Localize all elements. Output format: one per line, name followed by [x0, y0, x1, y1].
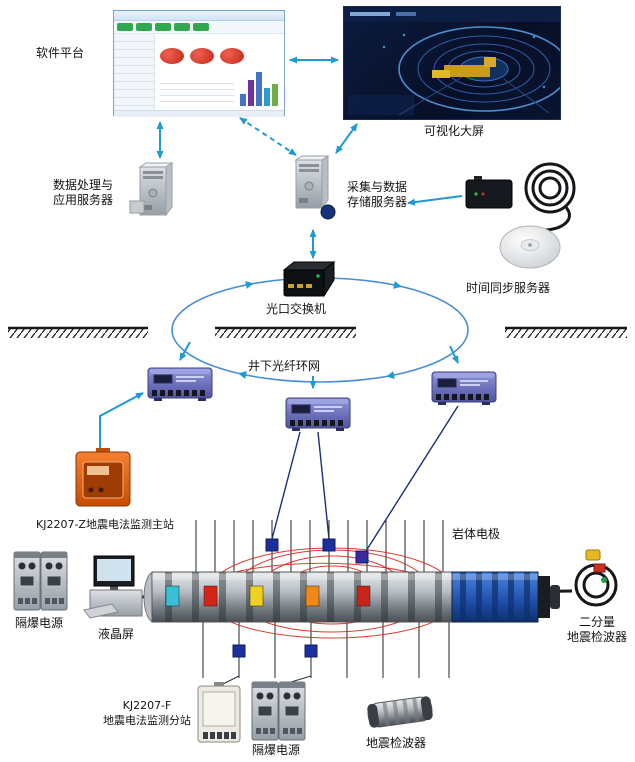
big-screen-screenshot — [343, 6, 570, 120]
status-dot — [160, 48, 184, 64]
flameproof-power-bottom-1 — [251, 681, 279, 741]
cable-coil — [524, 162, 576, 232]
main-station-device — [75, 448, 131, 507]
label-seismic-geophone: 地震检波器 — [366, 736, 427, 750]
tunnel-visualization — [344, 7, 570, 116]
electrode-squares — [232, 538, 369, 658]
optical-substation-left — [147, 367, 213, 402]
connection-arrows — [99, 56, 463, 450]
seismic-geophone-device — [367, 696, 433, 728]
label-fiber-ring: 井下光纤环网 — [248, 359, 321, 373]
time-sync-device — [465, 176, 513, 209]
collect-storage-server-device — [295, 155, 336, 220]
label-two-component-geophone: 二分量 地震检波器 — [561, 615, 633, 645]
label-substation: KJ2207-F 地震电法监测分站 — [88, 698, 206, 728]
label-line: 数据处理与 — [52, 178, 113, 192]
flameproof-power-bottom-2 — [278, 681, 306, 741]
window-table — [160, 78, 234, 106]
label-line: 应用服务器 — [52, 193, 113, 207]
substation-cables — [218, 405, 459, 687]
substation-box-device — [197, 682, 241, 743]
borehole-instrument — [143, 571, 560, 623]
label-line: 地震检波器 — [566, 630, 627, 644]
label-rock-electrode: 岩体电极 — [452, 527, 501, 541]
label-power-bottom: 隔爆电源 — [252, 743, 301, 757]
optical-substation-middle — [285, 397, 351, 432]
label-data-app-server: 数据处理与 应用服务器 — [50, 178, 116, 208]
two-component-geophone-device — [574, 549, 618, 607]
window-body — [114, 34, 284, 110]
label-power-left: 隔爆电源 — [15, 616, 64, 630]
toolbar-button — [136, 23, 152, 31]
flameproof-power-left-2 — [40, 551, 68, 611]
ground-surface — [8, 326, 627, 338]
label-line: 二分量 — [578, 615, 615, 629]
label-optical-switch: 光口交换机 — [265, 302, 326, 316]
toolbar-button — [174, 23, 190, 31]
label-time-sync-server: 时间同步服务器 — [466, 281, 551, 295]
label-line: 采集与数据 — [346, 180, 407, 194]
flameproof-power-left-1 — [13, 551, 41, 611]
toolbar-button — [155, 23, 171, 31]
status-dot — [220, 48, 244, 64]
label-main-station: KJ2207-Z地震电法监测主站 — [36, 518, 174, 531]
data-app-server-device — [129, 162, 173, 216]
optical-substation-right — [431, 371, 497, 406]
label-software-platform: 软件平台 — [36, 46, 85, 60]
lcd-screen-device — [83, 555, 143, 619]
optical-switch-device — [282, 260, 336, 298]
label-lcd-screen: 液晶屏 — [98, 627, 135, 641]
gps-antenna-disc — [499, 225, 561, 269]
toolbar-button — [117, 23, 133, 31]
label-line: KJ2207-F — [122, 699, 172, 712]
window-titlebar — [114, 11, 284, 21]
window-nav-list — [114, 34, 155, 110]
window-statusbar — [114, 110, 284, 117]
label-big-screen: 可视化大屏 — [423, 124, 484, 138]
label-collect-storage-server: 采集与数据 存储服务器 — [344, 180, 410, 210]
window-bar-chart — [240, 70, 278, 106]
toolbar-button — [193, 23, 209, 31]
window-toolbar — [114, 21, 284, 34]
label-line: 存储服务器 — [346, 195, 407, 209]
label-line: 地震电法监测分站 — [103, 714, 191, 727]
status-dot — [190, 48, 214, 64]
software-platform-screenshot — [113, 10, 285, 117]
